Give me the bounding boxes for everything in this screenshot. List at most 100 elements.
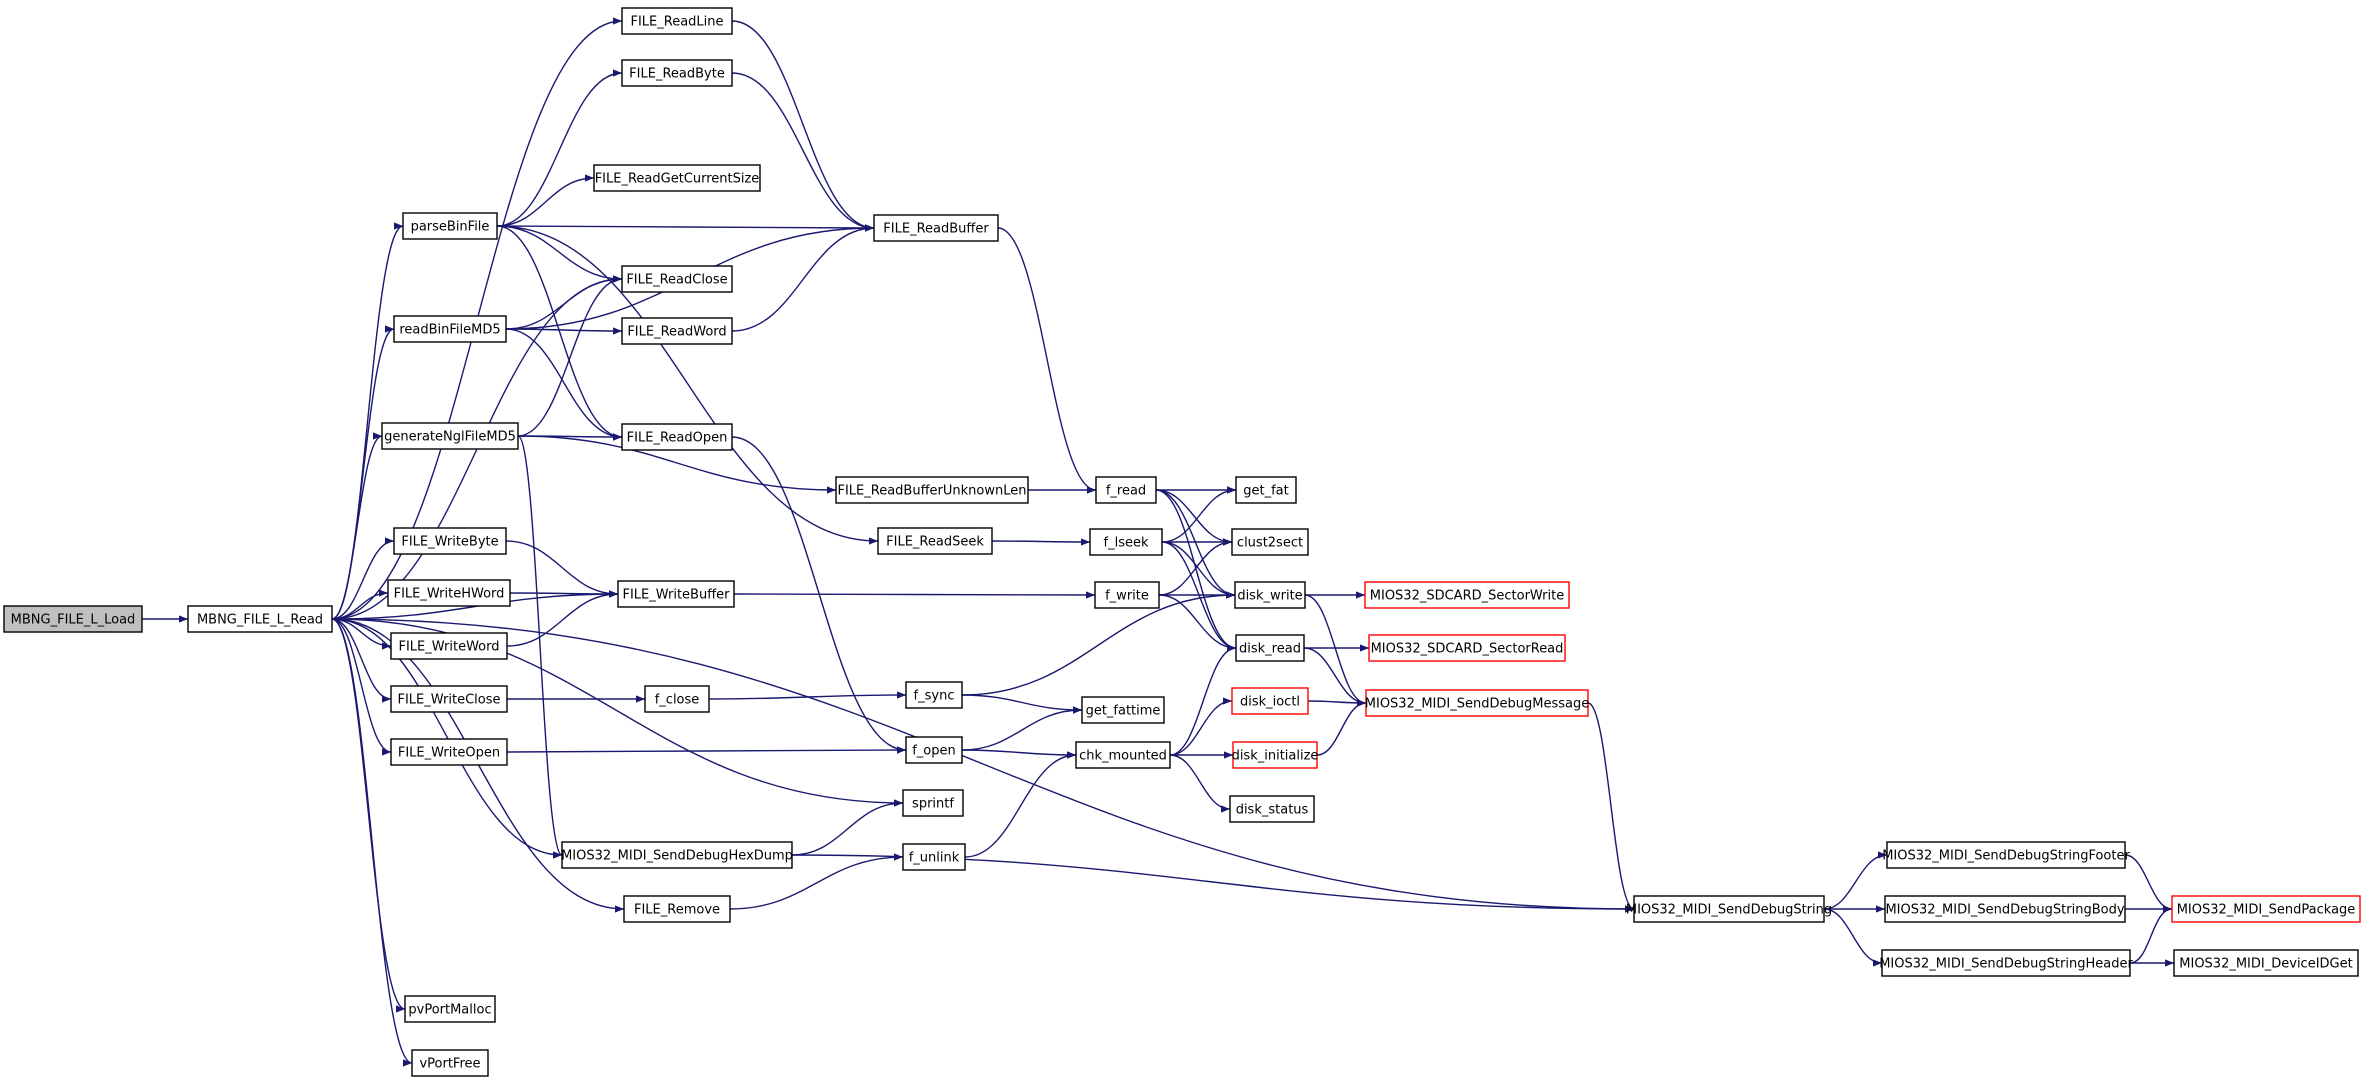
node-readseek[interactable]: FILE_ReadSeek	[877, 527, 993, 555]
node-label: get_fattime	[1086, 704, 1161, 719]
edge-strfooter-to-sendpackage	[2124, 854, 2173, 913]
node-readline[interactable]: FILE_ReadLine	[621, 7, 733, 35]
node-label: f_read	[1106, 484, 1146, 499]
node-box	[2171, 895, 2361, 923]
node-writeclose[interactable]: FILE_WriteClose	[390, 685, 508, 713]
node-box	[411, 1049, 489, 1077]
node-sendpackage[interactable]: MIOS32_MIDI_SendPackage	[2171, 895, 2361, 923]
node-sd-read[interactable]: MIOS32_SDCARD_SectorRead	[1368, 634, 1566, 662]
edge-mbng-read-to-readbinmd5	[331, 325, 395, 620]
node-label: MIOS32_MIDI_SendDebugString	[1626, 903, 1832, 918]
node-box	[387, 579, 511, 607]
node-f-lseek[interactable]: f_lseek	[1089, 528, 1163, 556]
node-disk-status[interactable]: disk_status	[1229, 795, 1315, 823]
node-box	[1094, 581, 1160, 609]
node-sd-write[interactable]: MIOS32_SDCARD_SectorWrite	[1364, 581, 1570, 609]
node-box	[621, 265, 733, 293]
node-genngl[interactable]: generateNglFileMD5	[381, 422, 519, 450]
node-f-close[interactable]: f_close	[644, 685, 710, 713]
node-box	[1089, 528, 1163, 556]
node-readopen[interactable]: FILE_ReadOpen	[621, 423, 733, 451]
node-box	[402, 212, 498, 240]
node-writeopen[interactable]: FILE_WriteOpen	[390, 738, 508, 766]
node-clust2sect[interactable]: clust2sect	[1231, 528, 1309, 556]
node-writehword[interactable]: FILE_WriteHWord	[387, 579, 511, 607]
node-writeword[interactable]: FILE_WriteWord	[390, 632, 508, 660]
node-disk-write[interactable]: disk_write	[1234, 581, 1306, 609]
node-label: FILE_WriteHWord	[394, 587, 505, 602]
node-label: f_open	[912, 744, 956, 759]
node-box	[617, 580, 735, 608]
edge-sendstring-to-strfooter	[1823, 851, 1888, 910]
edge-readbinmd5-to-readopen	[505, 328, 623, 441]
node-label: sprintf	[912, 797, 954, 812]
edge-f-sync-to-disk-write	[961, 591, 1236, 696]
edge-f-write-to-disk-read	[1158, 594, 1237, 652]
node-sendstring[interactable]: MIOS32_MIDI_SendDebugString	[1626, 895, 1832, 923]
node-box	[390, 685, 508, 713]
node-f-read[interactable]: f_read	[1095, 476, 1157, 504]
node-disk-ioctl[interactable]: disk_ioctl	[1231, 687, 1309, 715]
edge-f-lseek-to-disk-write	[1161, 541, 1236, 599]
node-f-open[interactable]: f_open	[905, 736, 963, 764]
node-disk-read[interactable]: disk_read	[1235, 634, 1305, 662]
node-strfooter[interactable]: MIOS32_MIDI_SendDebugStringFooter	[1882, 841, 2130, 869]
node-box	[1234, 581, 1306, 609]
node-mbng-read[interactable]: MBNG_FILE_L_Read	[187, 605, 333, 633]
edge-mbng-read-to-writeopen	[331, 618, 392, 756]
node-readclose[interactable]: FILE_ReadClose	[621, 265, 733, 293]
edge-chk-mounted-to-disk-ioctl	[1169, 697, 1233, 756]
node-box	[1232, 741, 1318, 769]
node-sprintf[interactable]: sprintf	[902, 789, 964, 817]
node-senddbgmsg[interactable]: MIOS32_MIDI_SendDebugMessage	[1365, 689, 1589, 717]
node-mbng-load[interactable]: MBNG_FILE_L_Load	[3, 605, 143, 633]
node-f-write[interactable]: f_write	[1094, 581, 1160, 609]
node-label: FILE_WriteOpen	[398, 746, 500, 761]
edge-parsebin-to-readcursize	[496, 174, 595, 227]
node-parsebin[interactable]: parseBinFile	[402, 212, 498, 240]
node-writebyte[interactable]: FILE_WriteByte	[393, 527, 507, 555]
node-get-fattime[interactable]: get_fattime	[1081, 696, 1165, 724]
node-box	[1231, 687, 1309, 715]
edge-readbyte-to-readbuffer	[731, 72, 875, 232]
node-readbyte[interactable]: FILE_ReadByte	[621, 59, 733, 87]
node-readbufunk[interactable]: FILE_ReadBufferUnknownLen	[835, 476, 1029, 504]
edge-chk-mounted-to-disk-read	[1169, 644, 1237, 756]
node-chk-mounted[interactable]: chk_mounted	[1075, 741, 1171, 769]
node-box	[877, 527, 993, 555]
edge-f-read-to-clust2sect	[1155, 489, 1233, 546]
node-writebuffer[interactable]: FILE_WriteBuffer	[617, 580, 735, 608]
node-disk-init[interactable]: disk_initialize	[1232, 741, 1319, 769]
node-readbuffer[interactable]: FILE_ReadBuffer	[873, 214, 999, 242]
edge-readseek-to-f-lseek	[991, 538, 1091, 546]
node-strheader[interactable]: MIOS32_MIDI_SendDebugStringHeader	[1879, 949, 2133, 977]
node-readbinmd5[interactable]: readBinFileMD5	[393, 315, 507, 343]
node-hexdump[interactable]: MIOS32_MIDI_SendDebugHexDump	[561, 841, 793, 869]
node-box	[644, 685, 710, 713]
node-pvmalloc[interactable]: pvPortMalloc	[404, 995, 496, 1023]
node-f-unlink[interactable]: f_unlink	[902, 843, 966, 871]
edge-f-lseek-to-get-fat	[1161, 486, 1237, 543]
node-label: pvPortMalloc	[408, 1003, 491, 1018]
edge-f-unlink-to-chk-mounted	[964, 751, 1077, 858]
node-deviceid[interactable]: MIOS32_MIDI_DeviceIDGet	[2173, 949, 2359, 977]
edge-f-read-to-disk-read	[1155, 489, 1237, 652]
node-label: MIOS32_SDCARD_SectorRead	[1371, 642, 1564, 657]
edge-mbng-read-to-pvmalloc	[331, 618, 406, 1013]
node-label: clust2sect	[1237, 536, 1303, 551]
node-fileremove[interactable]: FILE_Remove	[623, 895, 731, 923]
node-vfree[interactable]: vPortFree	[411, 1049, 489, 1077]
node-f-sync[interactable]: f_sync	[905, 681, 963, 709]
node-readcursize[interactable]: FILE_ReadGetCurrentSize	[593, 164, 761, 192]
edge-parsebin-to-readbuffer	[496, 224, 875, 232]
edge-strheader-to-sendpackage	[2129, 905, 2173, 964]
node-box	[393, 527, 507, 555]
edge-genngl-to-readbufunk	[517, 435, 837, 494]
node-get-fat[interactable]: get_fat	[1235, 476, 1297, 504]
node-box	[835, 476, 1029, 504]
node-label: MBNG_FILE_L_Load	[11, 613, 136, 628]
node-strbody[interactable]: MIOS32_MIDI_SendDebugStringBody	[1884, 895, 2126, 923]
edge-mbng-read-to-sprintf	[331, 618, 904, 807]
node-label: FILE_WriteBuffer	[622, 588, 730, 603]
node-readword[interactable]: FILE_ReadWord	[621, 317, 733, 345]
